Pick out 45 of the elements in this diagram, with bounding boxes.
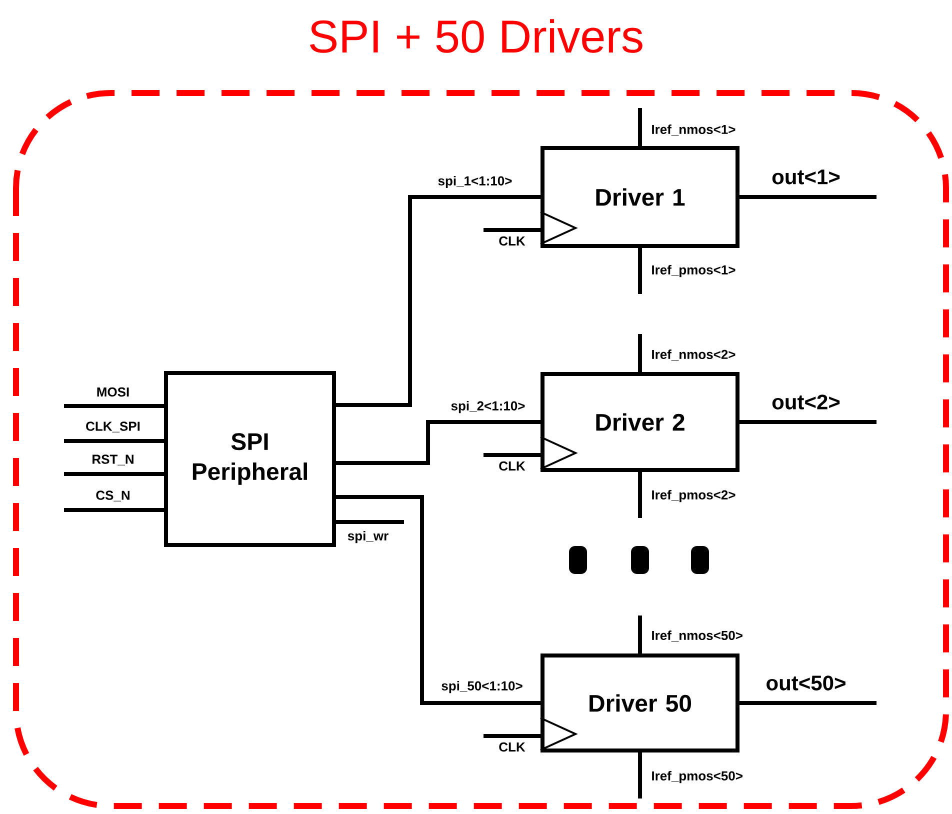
signal-label: Iref_nmos<1>	[650, 124, 737, 136]
wire	[336, 420, 540, 465]
wire	[484, 734, 540, 738]
wire	[64, 439, 164, 443]
wire	[740, 420, 877, 424]
signal-label: CLK	[498, 741, 526, 753]
signal-label: out<50>	[764, 674, 848, 692]
signal-label: Iref_pmos<1>	[650, 264, 737, 278]
wire	[638, 108, 642, 146]
wire	[638, 248, 642, 294]
signal-label: Iref_pmos<2>	[650, 488, 737, 504]
signal-label: out<2>	[770, 394, 842, 410]
wire	[336, 495, 540, 705]
signal-label: MOSI	[95, 386, 131, 398]
peripheral-block: SPI Peripheral	[164, 371, 336, 547]
title: SPI + 50 Drivers	[310, 19, 642, 53]
wire	[638, 616, 642, 654]
wire	[484, 453, 540, 457]
wire	[740, 701, 877, 705]
signal-label: spi_1<1:10>	[436, 174, 514, 190]
wire	[638, 472, 642, 518]
wire	[64, 508, 164, 512]
wire	[64, 472, 164, 476]
signal-label: out<1>	[770, 168, 842, 186]
signal-label: spi_2<1:10>	[450, 400, 526, 414]
signal-label: CLK	[498, 460, 526, 472]
signal-label: Iref_pmos<50>	[650, 770, 744, 784]
signal-label: spi_50<1:10>	[440, 680, 524, 694]
wire	[64, 404, 164, 408]
signal-label: CLK	[498, 235, 526, 247]
wire	[336, 195, 540, 407]
signal-label: Iref_nmos<2>	[650, 348, 737, 362]
wire	[638, 752, 642, 798]
driver-block: Driver 50	[540, 654, 740, 752]
signal-label: RST_N	[90, 454, 136, 466]
wire	[740, 195, 877, 199]
signal-label: CLK_SPI	[84, 420, 142, 434]
signal-label: Iref_nmos<50>	[650, 630, 744, 643]
driver-block: Driver 2	[540, 372, 740, 472]
signal-label: CS_N	[94, 490, 132, 502]
signal-label: spi_wr	[346, 530, 390, 544]
wire	[484, 228, 540, 232]
driver-block: Driver 1	[540, 146, 740, 248]
wire	[336, 520, 404, 524]
wire	[638, 334, 642, 372]
